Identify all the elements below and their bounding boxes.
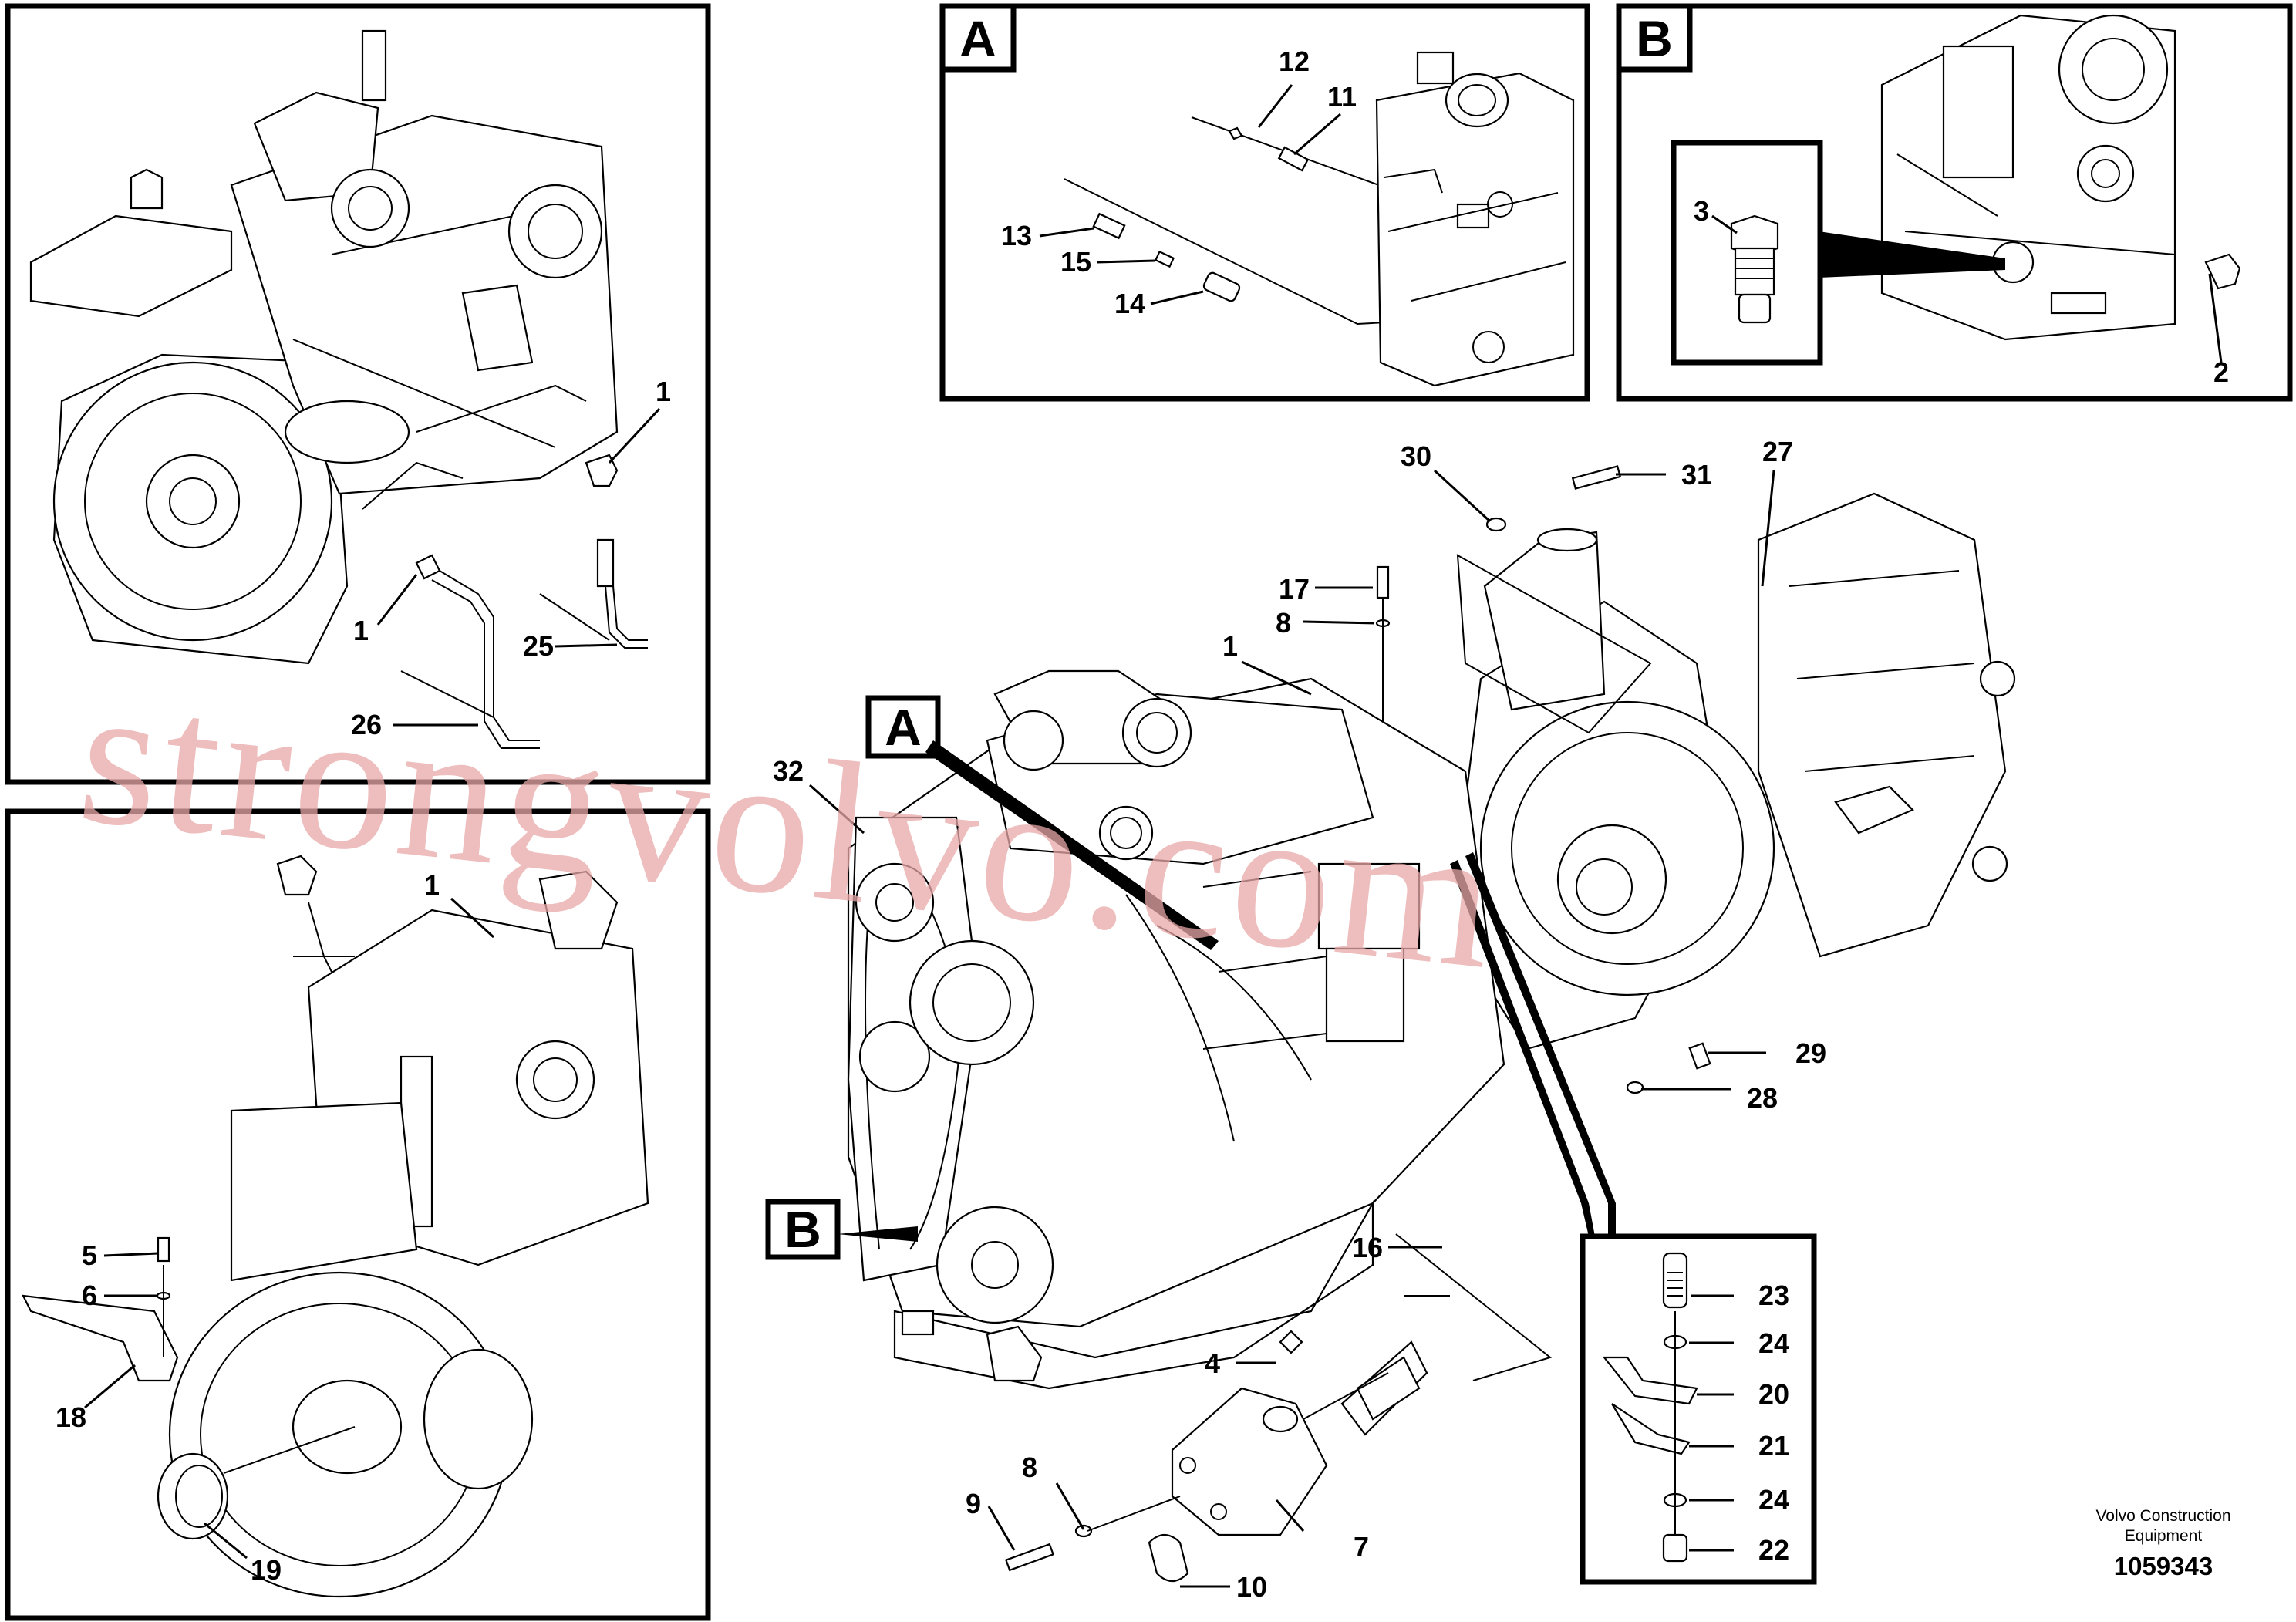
- callout-a-11: 11: [1327, 81, 1357, 113]
- callout-bl-18: 18: [56, 1401, 86, 1433]
- main-tag-a: A: [885, 699, 922, 756]
- callout-22: 22: [1758, 1534, 1789, 1566]
- callout-bl-1: 1: [424, 869, 440, 901]
- panel-bottom-left-frame: [5, 808, 711, 1621]
- callout-4: 4: [1205, 1347, 1220, 1379]
- callout-b-3: 3: [1694, 195, 1709, 227]
- main-tag-b: B: [784, 1201, 821, 1258]
- callout-20: 20: [1758, 1378, 1789, 1410]
- callout-16: 16: [1352, 1232, 1383, 1263]
- callout-29: 29: [1795, 1037, 1826, 1069]
- callout-32: 32: [773, 755, 804, 787]
- panel-top-left: 1 1 25 26: [29, 29, 671, 749]
- callout-a-14: 14: [1114, 288, 1145, 319]
- footer-credit-line1: Volvo Construction: [2095, 1507, 2230, 1525]
- callout-1-main: 1: [1222, 630, 1238, 662]
- panel-bottom-left: 1 5 6 18 19: [22, 855, 649, 1598]
- callout-a-13: 13: [1001, 220, 1032, 251]
- panel-a-frame: [939, 3, 1590, 402]
- main-tag-b-box: [765, 1199, 841, 1260]
- callout-30: 30: [1401, 440, 1431, 472]
- callout-9: 9: [966, 1488, 981, 1519]
- callout-21: 21: [1758, 1430, 1789, 1462]
- callout-bl-19: 19: [251, 1554, 282, 1586]
- callout-23: 23: [1758, 1280, 1789, 1311]
- main-tag-a-box: [865, 695, 941, 759]
- callout-tl-1a: 1: [656, 376, 671, 407]
- callout-a-15: 15: [1060, 246, 1091, 278]
- panel-b: B 3 2: [1616, 3, 2241, 388]
- callout-24a: 24: [1758, 1327, 1789, 1359]
- callout-17: 17: [1279, 573, 1310, 605]
- panel-a: A 12 11 13 15 14: [939, 3, 1575, 387]
- callout-bl-5: 5: [82, 1239, 97, 1271]
- panel-right-inset-frame: [1580, 1233, 1817, 1585]
- callout-a-12: 12: [1279, 46, 1310, 77]
- callout-7: 7: [1354, 1531, 1369, 1563]
- panel-b-tag-box: [1616, 3, 1693, 73]
- footer-credit-line2: Equipment: [2125, 1527, 2203, 1545]
- callout-tl-26: 26: [351, 709, 382, 740]
- panel-a-tag: A: [959, 10, 996, 67]
- panel-top-left-frame: [5, 3, 711, 785]
- panel-right-inset: 23 24 20 21 24 22: [1602, 1252, 1789, 1566]
- main-assembly: A B 30 31 27 17 8 1 32 29 28 16: [765, 436, 2016, 1603]
- callout-tl-25: 25: [523, 630, 554, 662]
- callout-27: 27: [1762, 436, 1793, 467]
- panel-b-pointer: [1819, 231, 2005, 278]
- panel-b-tag: B: [1636, 10, 1673, 67]
- callout-8-top: 8: [1276, 607, 1291, 639]
- callout-b-2: 2: [2213, 356, 2229, 388]
- callout-10: 10: [1236, 1571, 1267, 1603]
- callout-8-bottom: 8: [1022, 1452, 1037, 1483]
- panel-b-frame: [1616, 3, 2293, 402]
- footer-doc-number: 1059343: [2114, 1552, 2213, 1580]
- callout-28: 28: [1747, 1082, 1778, 1114]
- callout-24b: 24: [1758, 1484, 1789, 1516]
- callout-tl-1b: 1: [353, 615, 369, 646]
- panel-a-tag-box: [939, 3, 1017, 73]
- callout-31: 31: [1681, 459, 1712, 491]
- callout-bl-6: 6: [82, 1280, 97, 1311]
